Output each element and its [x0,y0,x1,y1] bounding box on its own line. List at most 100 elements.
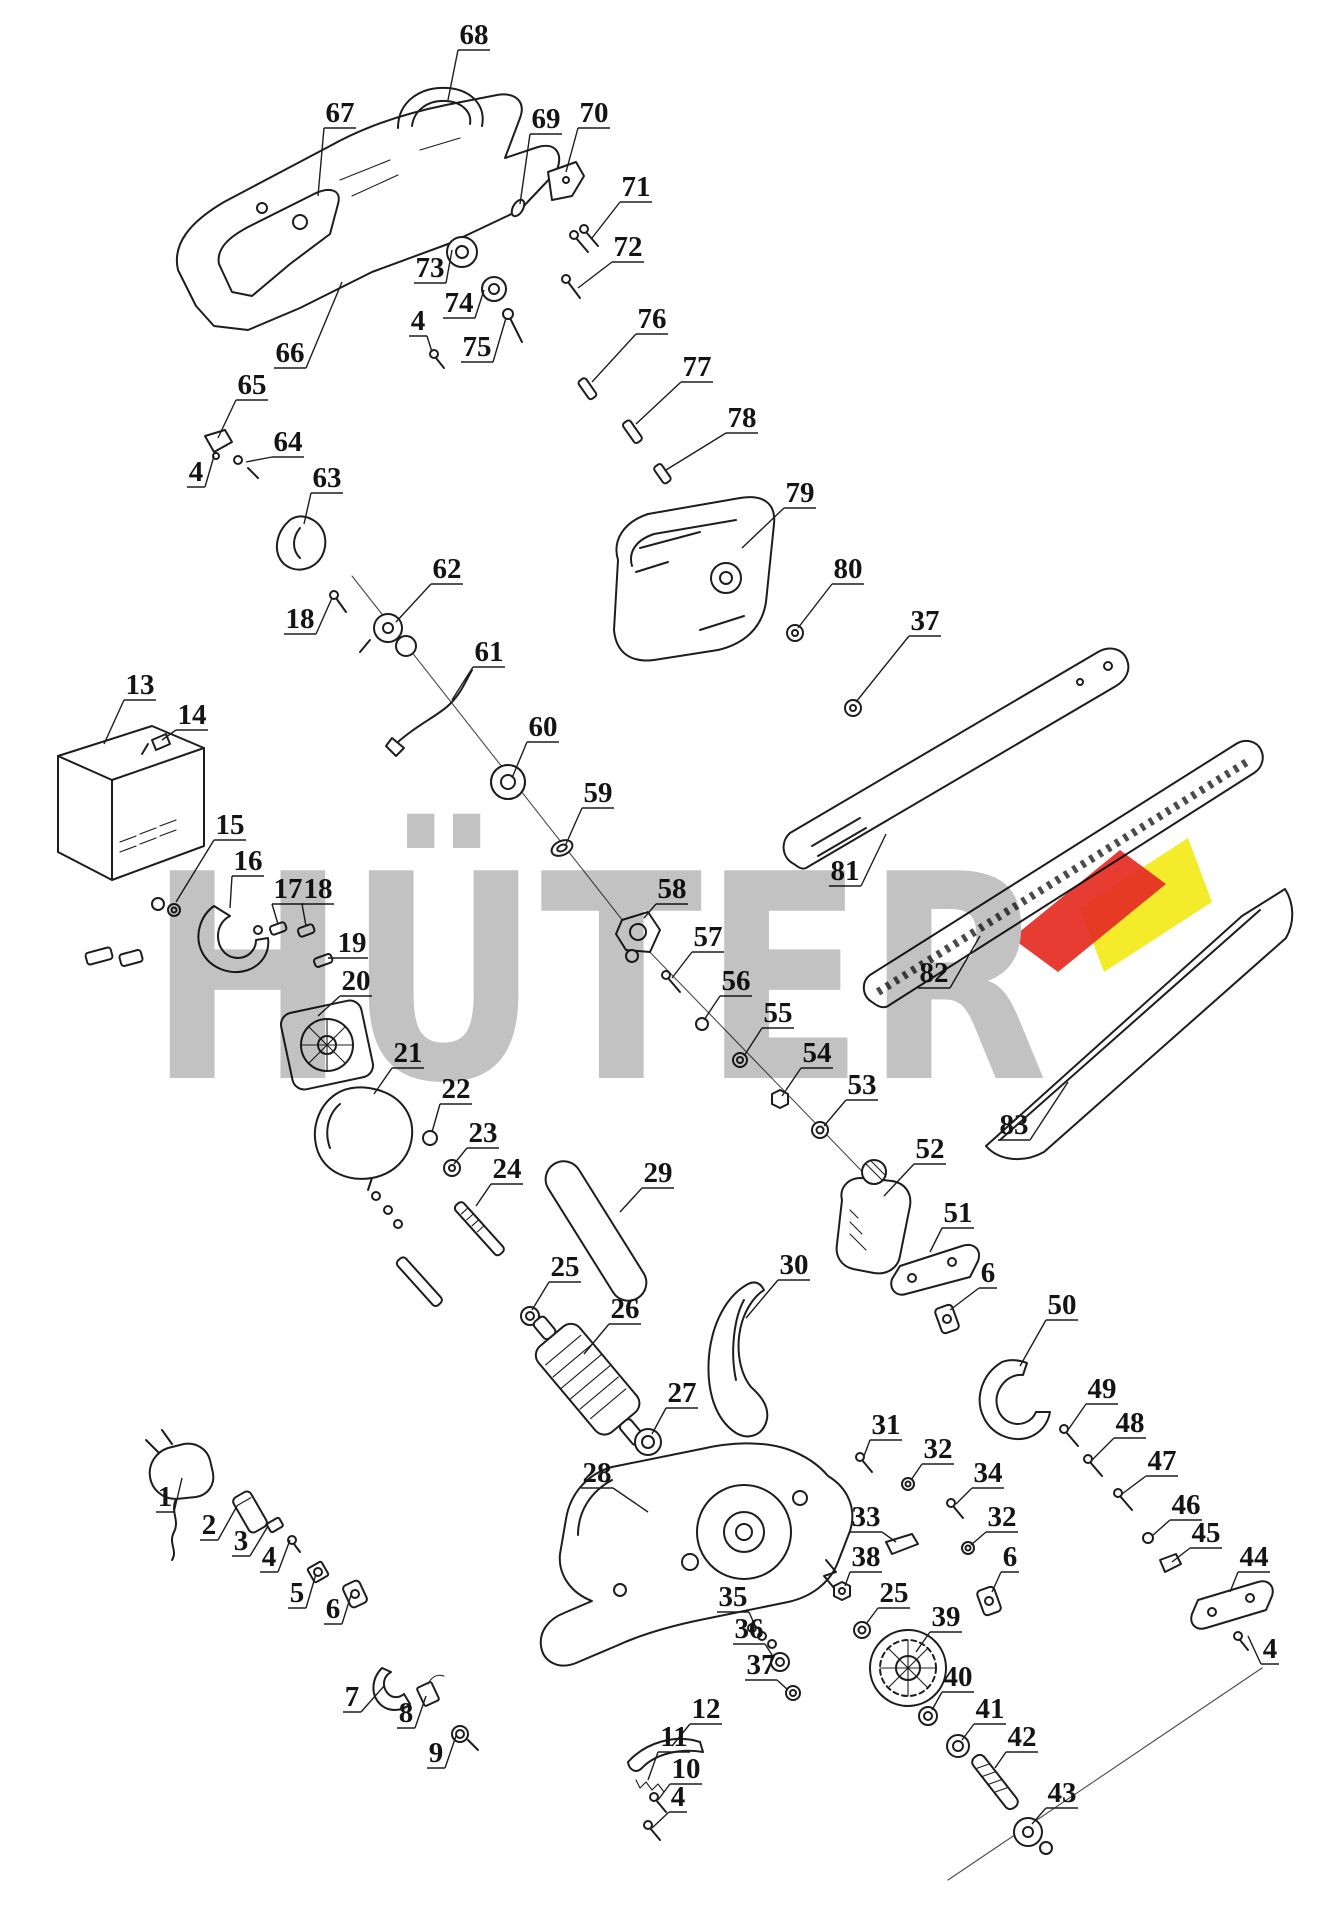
leader-line-62 [395,583,463,623]
part-label-83: 83 [1000,1109,1029,1141]
part-label-22: 22 [442,1073,471,1105]
leader-line-39 [915,1631,962,1653]
leader-line-71 [591,201,652,239]
leader-line-67 [317,127,356,197]
part-label-18: 18 [304,873,333,905]
part-label-4: 4 [671,1781,686,1813]
part-label-70: 70 [580,97,609,129]
part-label-45: 45 [1192,1517,1221,1549]
tube-29-part [544,1160,648,1302]
pins-17-18-19-part [268,921,334,968]
leader-line-21 [373,1067,424,1095]
leader-line-81 [829,833,887,887]
leader-line-42 [994,1751,1038,1769]
part-label-62: 62 [433,553,462,585]
leader-line-23 [453,1147,499,1165]
washer-59-part [550,839,574,857]
screws-71-part [569,224,599,253]
part-label-66: 66 [276,337,305,369]
leader-line-82 [918,935,981,989]
leader-line-24 [475,1183,523,1207]
leader-line-6 [324,1591,353,1625]
leader-line-80 [797,583,864,629]
leader-line-16 [229,875,264,909]
leader-line-6 [949,1287,997,1311]
capacitor-2-part [232,1490,268,1534]
rear-handle-housing-part [175,86,561,331]
screw-47-part [1113,1488,1133,1511]
leader-line-79 [741,507,816,549]
side-cover-79-part [613,496,776,662]
leader-line-22 [431,1103,472,1133]
leader-line-47 [1121,1475,1178,1495]
construction-line [947,1667,1263,1881]
leader-line-25 [531,1281,581,1311]
part-label-77: 77 [683,351,712,383]
bracket-44-part [1190,1580,1274,1651]
part-label-42: 42 [1008,1721,1037,1753]
leader-line-12 [671,1723,722,1747]
part-label-3: 3 [234,1525,249,1557]
leader-line-13 [103,699,156,745]
trigger-63-part [275,515,327,571]
leader-line-4 [409,335,433,353]
leader-line-61 [451,666,505,701]
leader-line-36 [733,1643,775,1659]
washer-25-part [520,1306,540,1326]
bearing-27-part [634,1428,662,1456]
part-label-59: 59 [584,777,613,809]
screw-31-part [855,1452,873,1473]
leader-line-60 [511,741,559,779]
part-label-14: 14 [178,699,207,731]
part-label-19: 19 [338,927,367,959]
screw-4d-part [287,1535,301,1553]
leader-line-27 [651,1407,698,1435]
leader-line-53 [823,1099,878,1127]
leader-line-6 [991,1571,1019,1593]
part-label-6: 6 [1003,1541,1018,1573]
leader-line-52 [883,1163,946,1197]
part-label-18: 18 [286,603,315,635]
part-label-21: 21 [394,1037,423,1069]
oil-tank-52-part [835,1159,912,1275]
part-label-78: 78 [728,402,757,434]
part-label-53: 53 [848,1069,877,1101]
part-label-48: 48 [1116,1407,1145,1439]
spring-9-part [451,1725,479,1751]
part-label-37: 37 [747,1649,776,1681]
part-label-32: 32 [924,1433,953,1465]
leader-line-83 [998,1081,1069,1141]
leader-line-66 [274,281,343,369]
screw-72-part [561,274,581,299]
part-label-1: 1 [158,1481,173,1513]
leader-line-70 [565,127,610,173]
screw-75-part [502,308,523,343]
leader-line-41 [961,1723,1006,1741]
leader-line-48 [1091,1437,1146,1461]
spring-11-part [635,1779,665,1793]
leader-line-33 [850,1531,897,1543]
part-label-2: 2 [202,1509,217,1541]
screw-18-part [329,590,347,613]
leader-line-56 [703,995,752,1021]
leader-line-54 [781,1067,833,1097]
leader-line-7 [343,1685,385,1713]
screw-48-part [1083,1454,1103,1477]
leader-line-65 [217,399,268,439]
leader-line-64 [245,456,304,463]
washer-32-part [901,1477,915,1491]
part-label-25: 25 [551,1251,580,1283]
part-label-58: 58 [658,873,687,905]
leader-line-31 [863,1439,902,1457]
part-label-44: 44 [1240,1541,1269,1573]
leader-line-46 [1151,1519,1202,1537]
leader-line-37 [745,1679,789,1691]
part-label-16: 16 [234,845,263,877]
leader-line-35 [717,1611,757,1629]
part-label-4: 4 [262,1541,277,1573]
block-5-part [306,1560,330,1584]
leader-line-18 [284,597,333,635]
sprocket-wheel-39-part [869,1629,947,1707]
part-label-67: 67 [326,97,355,129]
